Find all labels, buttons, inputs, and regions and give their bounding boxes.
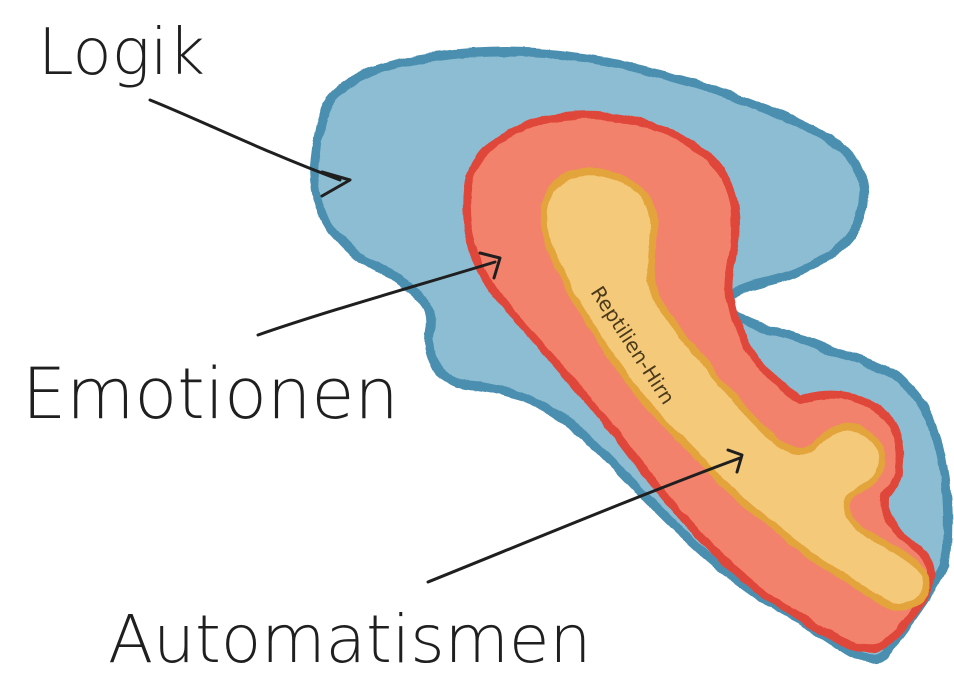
automatismen-label: Automatismen xyxy=(108,601,591,677)
emotionen-label: Emotionen xyxy=(22,353,399,435)
logik-pointer-line xyxy=(150,100,340,180)
logik-label: Logik xyxy=(38,16,205,90)
